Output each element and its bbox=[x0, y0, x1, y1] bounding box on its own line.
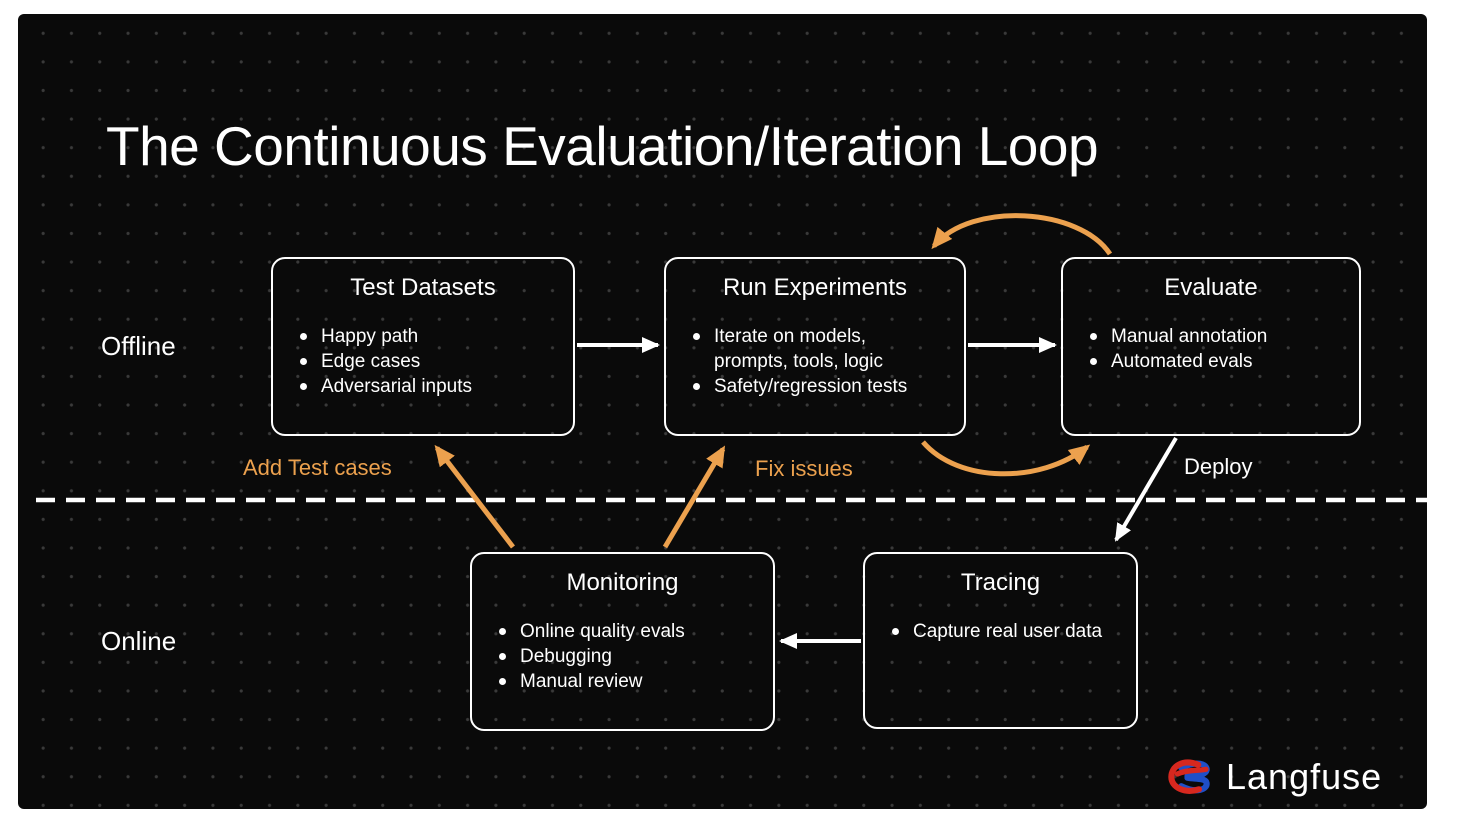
slide-canvas: The Continuous Evaluation/Iteration Loop… bbox=[18, 14, 1445, 809]
arrow-monitoring-to-testdatasets bbox=[434, 444, 515, 549]
bullet-item: Happy path bbox=[298, 324, 565, 349]
slide-title: The Continuous Evaluation/Iteration Loop bbox=[106, 115, 1099, 177]
bullet-item: Automated evals bbox=[1088, 349, 1351, 374]
bullet-item: Debugging bbox=[497, 644, 765, 669]
online-label: Online bbox=[101, 626, 177, 656]
box-title-test-datasets: Test Datasets bbox=[350, 274, 496, 301]
bullet-item: Adversarial inputs bbox=[298, 374, 565, 399]
bullet-item: Capture real user data bbox=[890, 619, 1128, 644]
arrow-monitoring-to-runexperiments bbox=[662, 445, 726, 549]
bullet-list-run-experiments: Iterate on models, prompts, tools, logic… bbox=[666, 324, 964, 399]
box-title-monitoring: Monitoring bbox=[566, 569, 679, 596]
bullet-item: Manual annotation bbox=[1088, 324, 1351, 349]
label-deploy: Deploy bbox=[1184, 454, 1253, 479]
langfuse-logo-text: Langfuse bbox=[1226, 756, 1383, 797]
bullet-list-tracing: Capture real user data bbox=[865, 619, 1136, 644]
label-add-test-cases: Add Test cases bbox=[243, 455, 392, 480]
bullet-item: Safety/regression tests bbox=[691, 374, 956, 399]
langfuse-logo-icon bbox=[1168, 759, 1210, 794]
box-run-experiments: Run Experiments Iterate on models, promp… bbox=[664, 257, 966, 436]
arrow-evaluate-to-tracing-deploy bbox=[1114, 436, 1178, 542]
arc-evaluate-to-runexperiments bbox=[931, 213, 1113, 256]
arc-runexperiments-to-evaluate bbox=[921, 440, 1091, 477]
bullet-item: Edge cases bbox=[298, 349, 565, 374]
box-tracing: Tracing Capture real user data bbox=[863, 552, 1138, 729]
langfuse-logo: Langfuse bbox=[1166, 756, 1382, 798]
box-title-tracing: Tracing bbox=[960, 569, 1041, 596]
label-fix-issues: Fix issues bbox=[755, 456, 853, 481]
box-title-run-experiments: Run Experiments bbox=[722, 274, 908, 301]
box-title-evaluate: Evaluate bbox=[1164, 274, 1258, 301]
bullet-item: Iterate on models, prompts, tools, logic bbox=[691, 324, 956, 374]
offline-label: Offline bbox=[101, 331, 176, 361]
bullet-item: Manual review bbox=[497, 669, 765, 694]
bullet-item: Online quality evals bbox=[497, 619, 765, 644]
